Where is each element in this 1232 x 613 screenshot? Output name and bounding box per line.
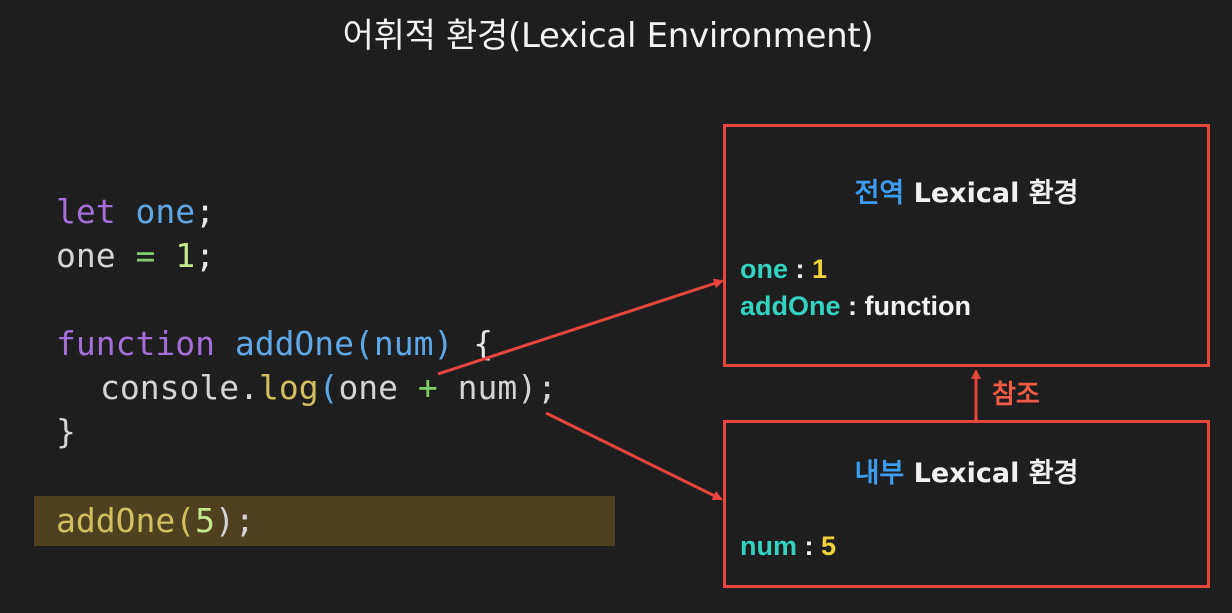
- arrow-to-global-env: [437, 278, 724, 376]
- paren-open: (: [318, 368, 339, 407]
- code-line-2: one = 1;: [56, 234, 215, 278]
- code-line-4: console.log(one + num);: [100, 366, 557, 410]
- plus-operator: +: [417, 368, 438, 407]
- code-line-5: }: [56, 410, 76, 454]
- entry-value: function: [864, 291, 971, 321]
- keyword-let: let: [56, 192, 116, 231]
- paren-close: );: [517, 368, 558, 407]
- arg-five: 5: [195, 501, 215, 540]
- inner-env-box: 내부 Lexical 환경 num : 5: [723, 420, 1210, 588]
- global-env-title-rest: Lexical 환경: [904, 178, 1079, 209]
- function-name: addOne: [234, 324, 355, 363]
- global-env-title: 전역 Lexical 환경: [726, 171, 1207, 210]
- inner-env-title: 내부 Lexical 환경: [726, 451, 1207, 490]
- brace-close: }: [56, 412, 76, 451]
- number-literal: 1: [175, 236, 196, 275]
- log-method: log: [258, 368, 319, 407]
- console-object: console: [100, 368, 240, 407]
- variable-one: one: [56, 236, 116, 275]
- variable-one: one: [135, 192, 196, 231]
- reference-label: 참조: [992, 380, 1040, 410]
- global-entry-one: one : 1: [740, 254, 827, 285]
- paren-open: (: [354, 324, 374, 363]
- call-addOne: addOne: [56, 501, 176, 540]
- inner-entry-num: num : 5: [740, 531, 836, 562]
- current-line-highlight: [34, 496, 615, 546]
- global-env-title-accent: 전역: [854, 178, 905, 209]
- inner-env-title-rest: Lexical 환경: [904, 458, 1079, 489]
- semicolon: ;: [195, 236, 215, 275]
- code-line-6: addOne(5);: [56, 499, 255, 543]
- global-env-box: 전역 Lexical 환경 one : 1 addOne : function: [723, 124, 1210, 367]
- brace-open: {: [473, 324, 494, 363]
- paren-close: ): [433, 324, 454, 363]
- entry-value: 5: [821, 531, 837, 561]
- arrow-to-inner-env: [545, 411, 723, 501]
- assign-operator: =: [135, 236, 156, 275]
- entry-key: one: [740, 254, 789, 284]
- keyword-function: function: [56, 324, 215, 363]
- arg-one: one: [338, 368, 399, 407]
- paren-open: (: [175, 501, 196, 540]
- param-num: num: [373, 324, 434, 363]
- semicolon: ;: [195, 192, 215, 231]
- entry-sep: :: [797, 531, 821, 561]
- entry-value: 1: [812, 254, 828, 284]
- global-entry-addOne: addOne : function: [740, 291, 971, 322]
- entry-key: num: [740, 531, 797, 561]
- arg-num: num: [457, 368, 518, 407]
- dot: .: [239, 368, 259, 407]
- code-line-3: function addOne(num) {: [56, 322, 493, 366]
- paren-close: );: [214, 501, 255, 540]
- entry-sep: :: [788, 254, 813, 284]
- entry-key: addOne: [740, 291, 841, 321]
- entry-sep: :: [840, 291, 865, 321]
- code-line-1: let one;: [56, 190, 215, 234]
- inner-env-title-accent: 내부: [854, 458, 905, 489]
- slide-title: 어휘적 환경(Lexical Environment): [342, 16, 874, 56]
